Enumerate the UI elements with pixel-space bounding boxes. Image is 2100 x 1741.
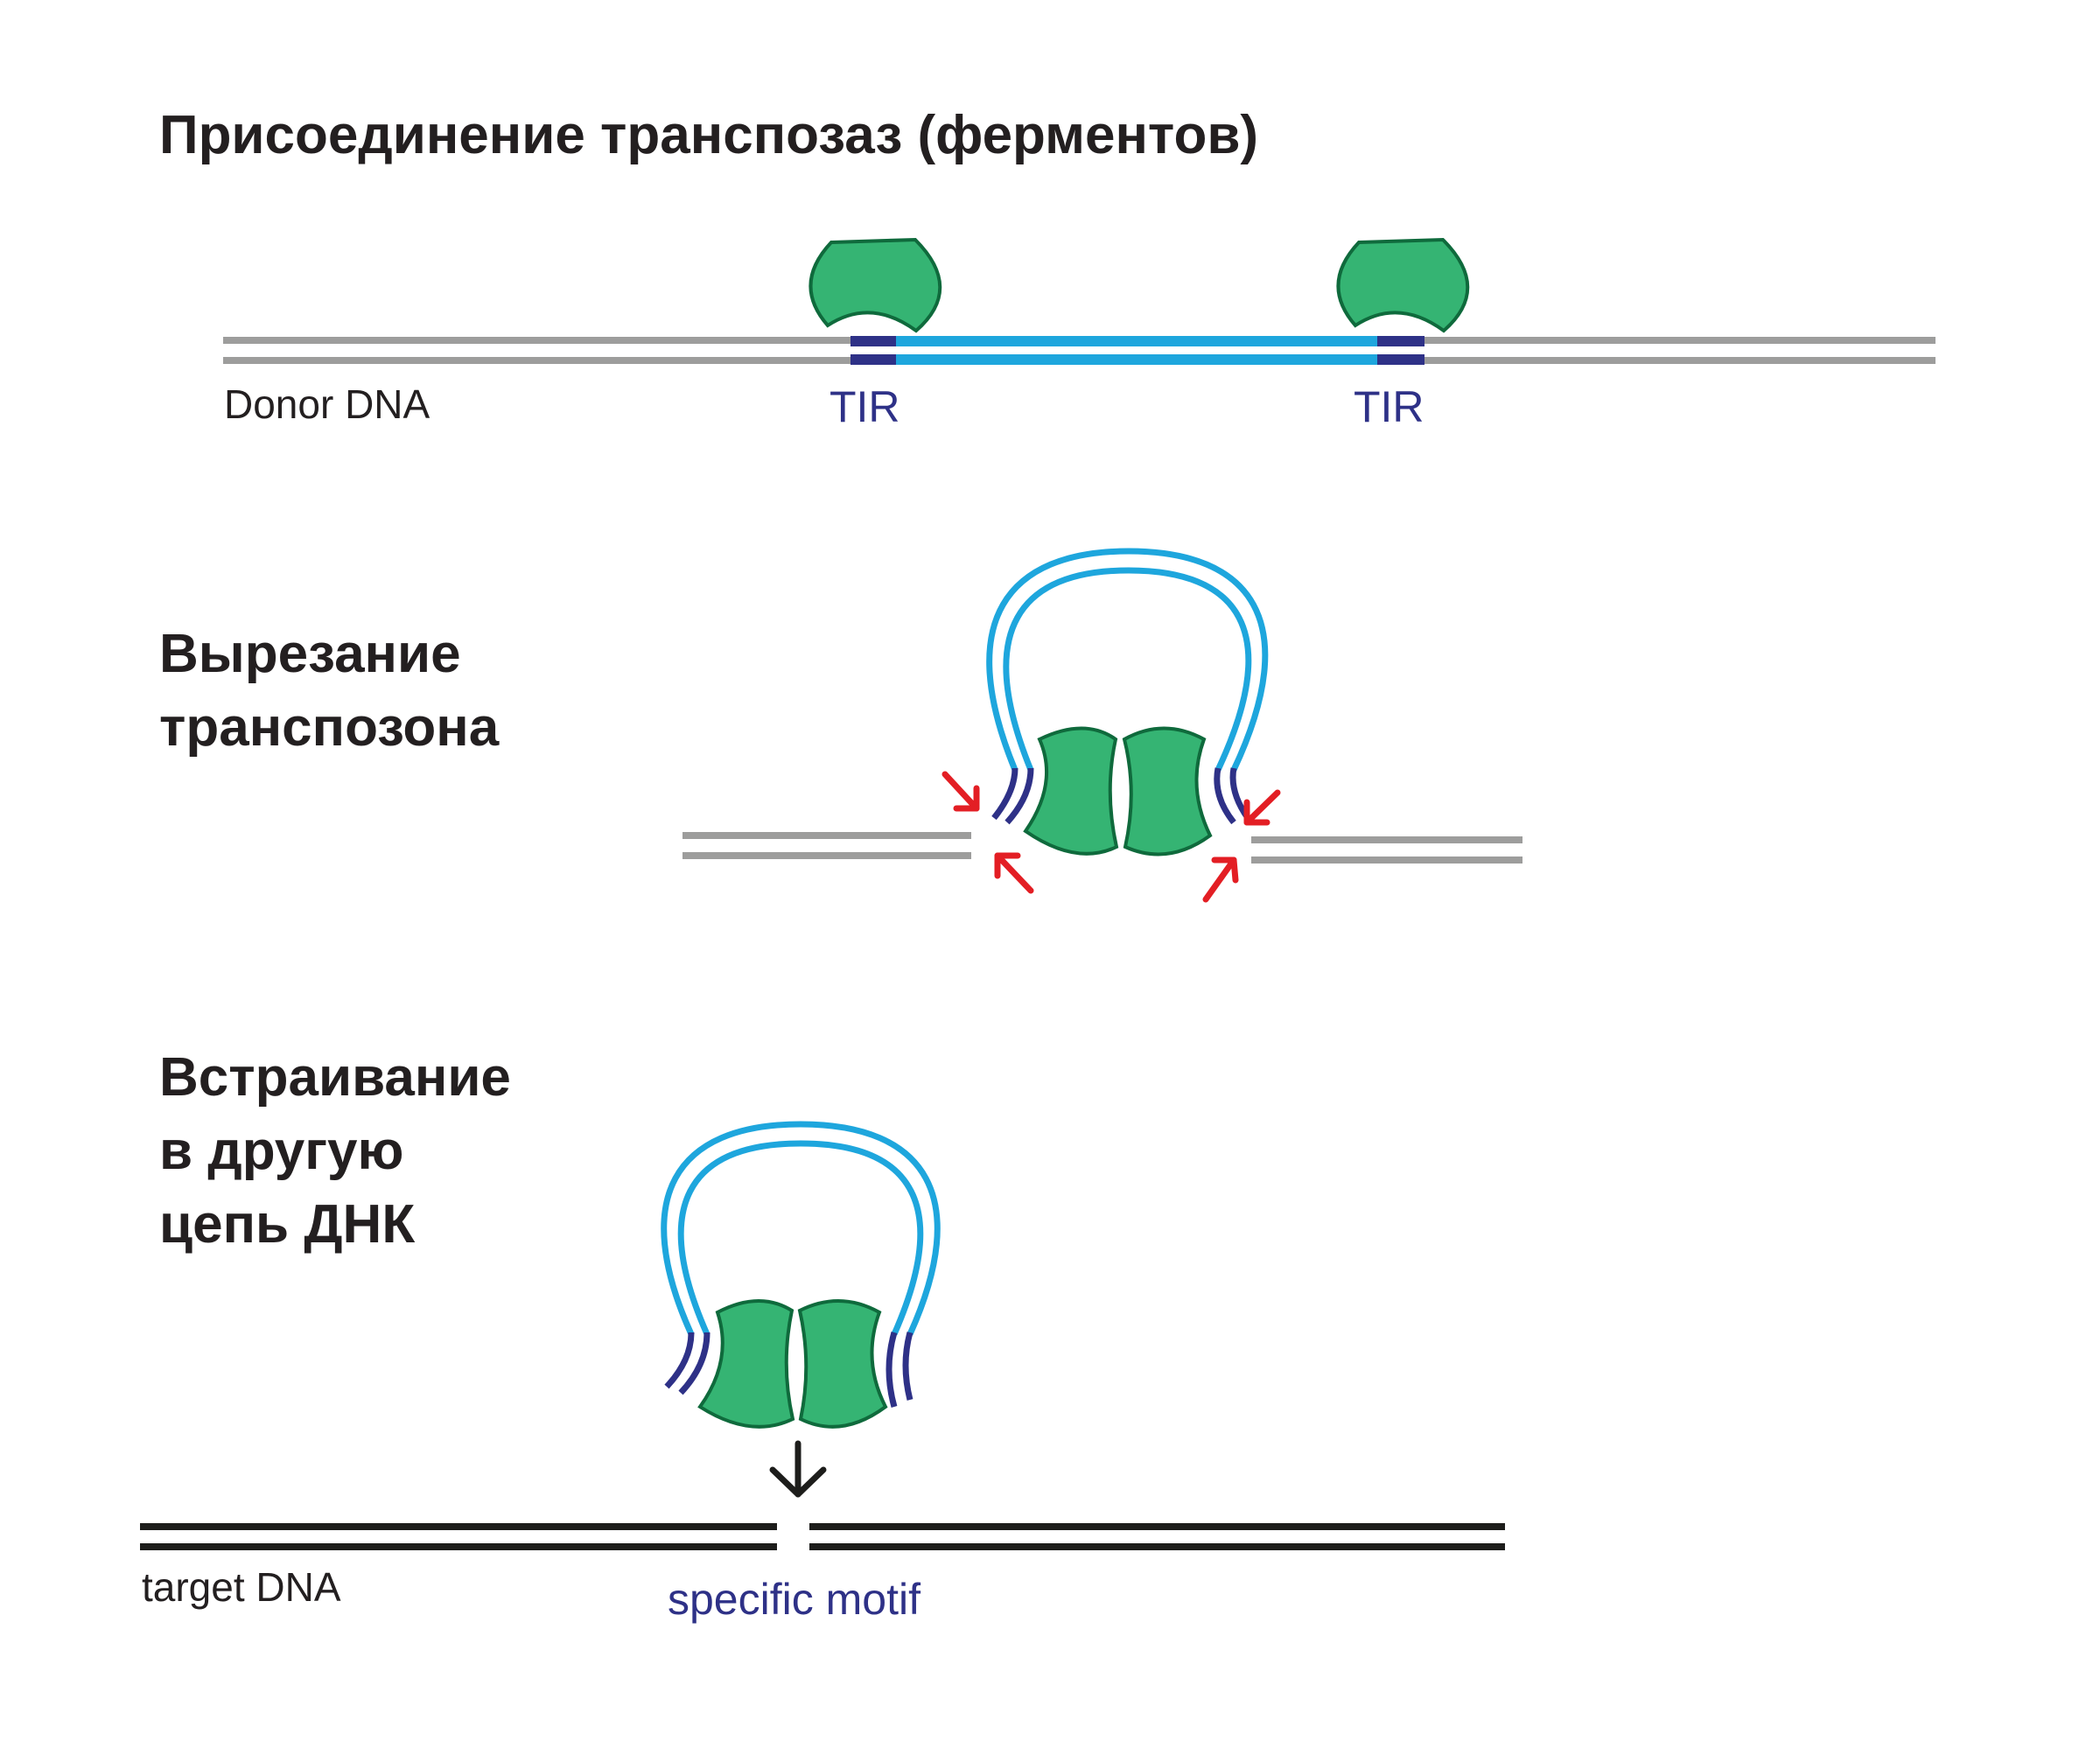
step-3-title: Встраивание в другую цепь ДНК: [159, 1047, 526, 1255]
step-2-title-line-2: транспозона: [159, 697, 500, 758]
transposase-dimer-right-2: [797, 1299, 888, 1429]
transposase-dimer-left-2: [697, 1299, 795, 1429]
step-2-title: Вырезание транспозона: [159, 624, 500, 758]
specific-motif-label: specific motif: [668, 1575, 920, 1624]
transposon-linear: [892, 336, 1382, 365]
transposase-dimer-right: [1122, 726, 1213, 857]
cut-arrow-lower-right: [1202, 857, 1239, 903]
step-1-binding: Присоединение транспозаз (ферментов) Don…: [159, 105, 1936, 431]
step-1-title: Присоединение транспозаз (ферментов): [159, 105, 1258, 165]
transposon-loop-integration: [661, 1121, 941, 1336]
donor-dna-label: Donor DNA: [224, 381, 430, 427]
target-dna: [140, 1523, 1505, 1550]
step-3-title-line-2: в другую: [159, 1121, 403, 1181]
transposon-loop-excision: [986, 548, 1269, 772]
tir-label-left: TIR: [830, 382, 900, 431]
step-3-title-line-1: Встраивание: [159, 1047, 511, 1108]
transposase-dimer-left: [1023, 726, 1119, 856]
step-3-title-line-3: цепь ДНК: [159, 1194, 415, 1255]
transposase-right: [1336, 237, 1470, 333]
cut-arrow-upper-right: [1243, 789, 1281, 826]
step-3-integration: Встраивание в другую цепь ДНК: [140, 1047, 1505, 1624]
cut-site-arrows: [942, 771, 1281, 903]
step-2-title-line-1: Вырезание: [159, 624, 461, 684]
tir-ends-integration: [664, 1332, 914, 1408]
cut-arrow-upper-left: [942, 771, 980, 812]
target-dna-label: target DNA: [142, 1564, 341, 1610]
donor-dna-flanks: [682, 832, 1522, 864]
cut-arrow-lower-left: [994, 852, 1034, 894]
tir-segment-left: [850, 336, 896, 365]
transposase-left: [808, 237, 942, 333]
tir-ends-excision: [991, 767, 1250, 825]
donor-dna: [223, 337, 1936, 364]
tir-label-right: TIR: [1354, 382, 1424, 431]
step-2-excision: Вырезание транспозона: [159, 548, 1522, 903]
insertion-arrow: [769, 1440, 827, 1498]
tir-segment-right: [1377, 336, 1424, 365]
